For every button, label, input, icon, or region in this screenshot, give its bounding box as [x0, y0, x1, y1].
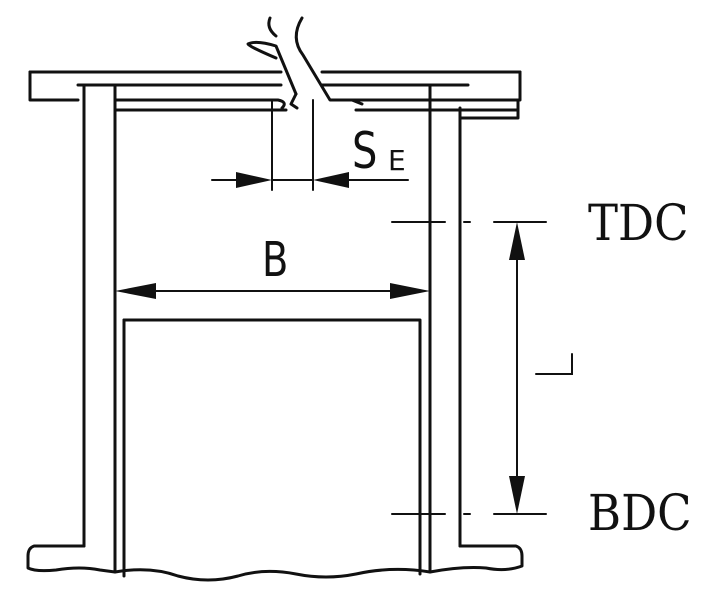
clearance-arrow-left: [236, 172, 272, 188]
head-right-end: [466, 70, 522, 102]
bdc-label: BDC: [588, 484, 692, 542]
port-break-left: [267, 16, 278, 38]
right-flange: [428, 544, 524, 574]
bore-label: B: [262, 232, 289, 288]
stroke-arrow-bottom: [509, 476, 525, 514]
clearance-dimension: [211, 99, 409, 191]
piston: [113, 318, 432, 582]
clearance-label: S: [352, 122, 378, 180]
tdc-label: TDC: [588, 194, 689, 252]
left-flange: [26, 544, 117, 574]
port-left-tip: [289, 92, 299, 110]
clearance-arrow-right: [313, 172, 349, 188]
port-right-curve: [294, 16, 364, 106]
stroke-dimension: [509, 222, 525, 514]
cylinder-walls: [26, 84, 524, 574]
gasket-top-left: [113, 98, 286, 110]
bore-arrow-right: [390, 283, 430, 299]
port-left-curve: [246, 40, 298, 96]
dead-center-marks: [391, 221, 547, 515]
clearance-subscript: E: [388, 144, 406, 177]
head-left-end: [28, 70, 80, 102]
piston-break-line: [113, 567, 432, 582]
piston-top-right: [122, 318, 422, 576]
bore-arrow-left: [115, 283, 156, 299]
stroke-symbol-glyph: [535, 353, 573, 375]
bore-dimension: [115, 283, 430, 299]
valve-port: [246, 16, 364, 110]
cylinder-head: [28, 70, 522, 120]
stroke-arrow-top: [509, 222, 525, 260]
